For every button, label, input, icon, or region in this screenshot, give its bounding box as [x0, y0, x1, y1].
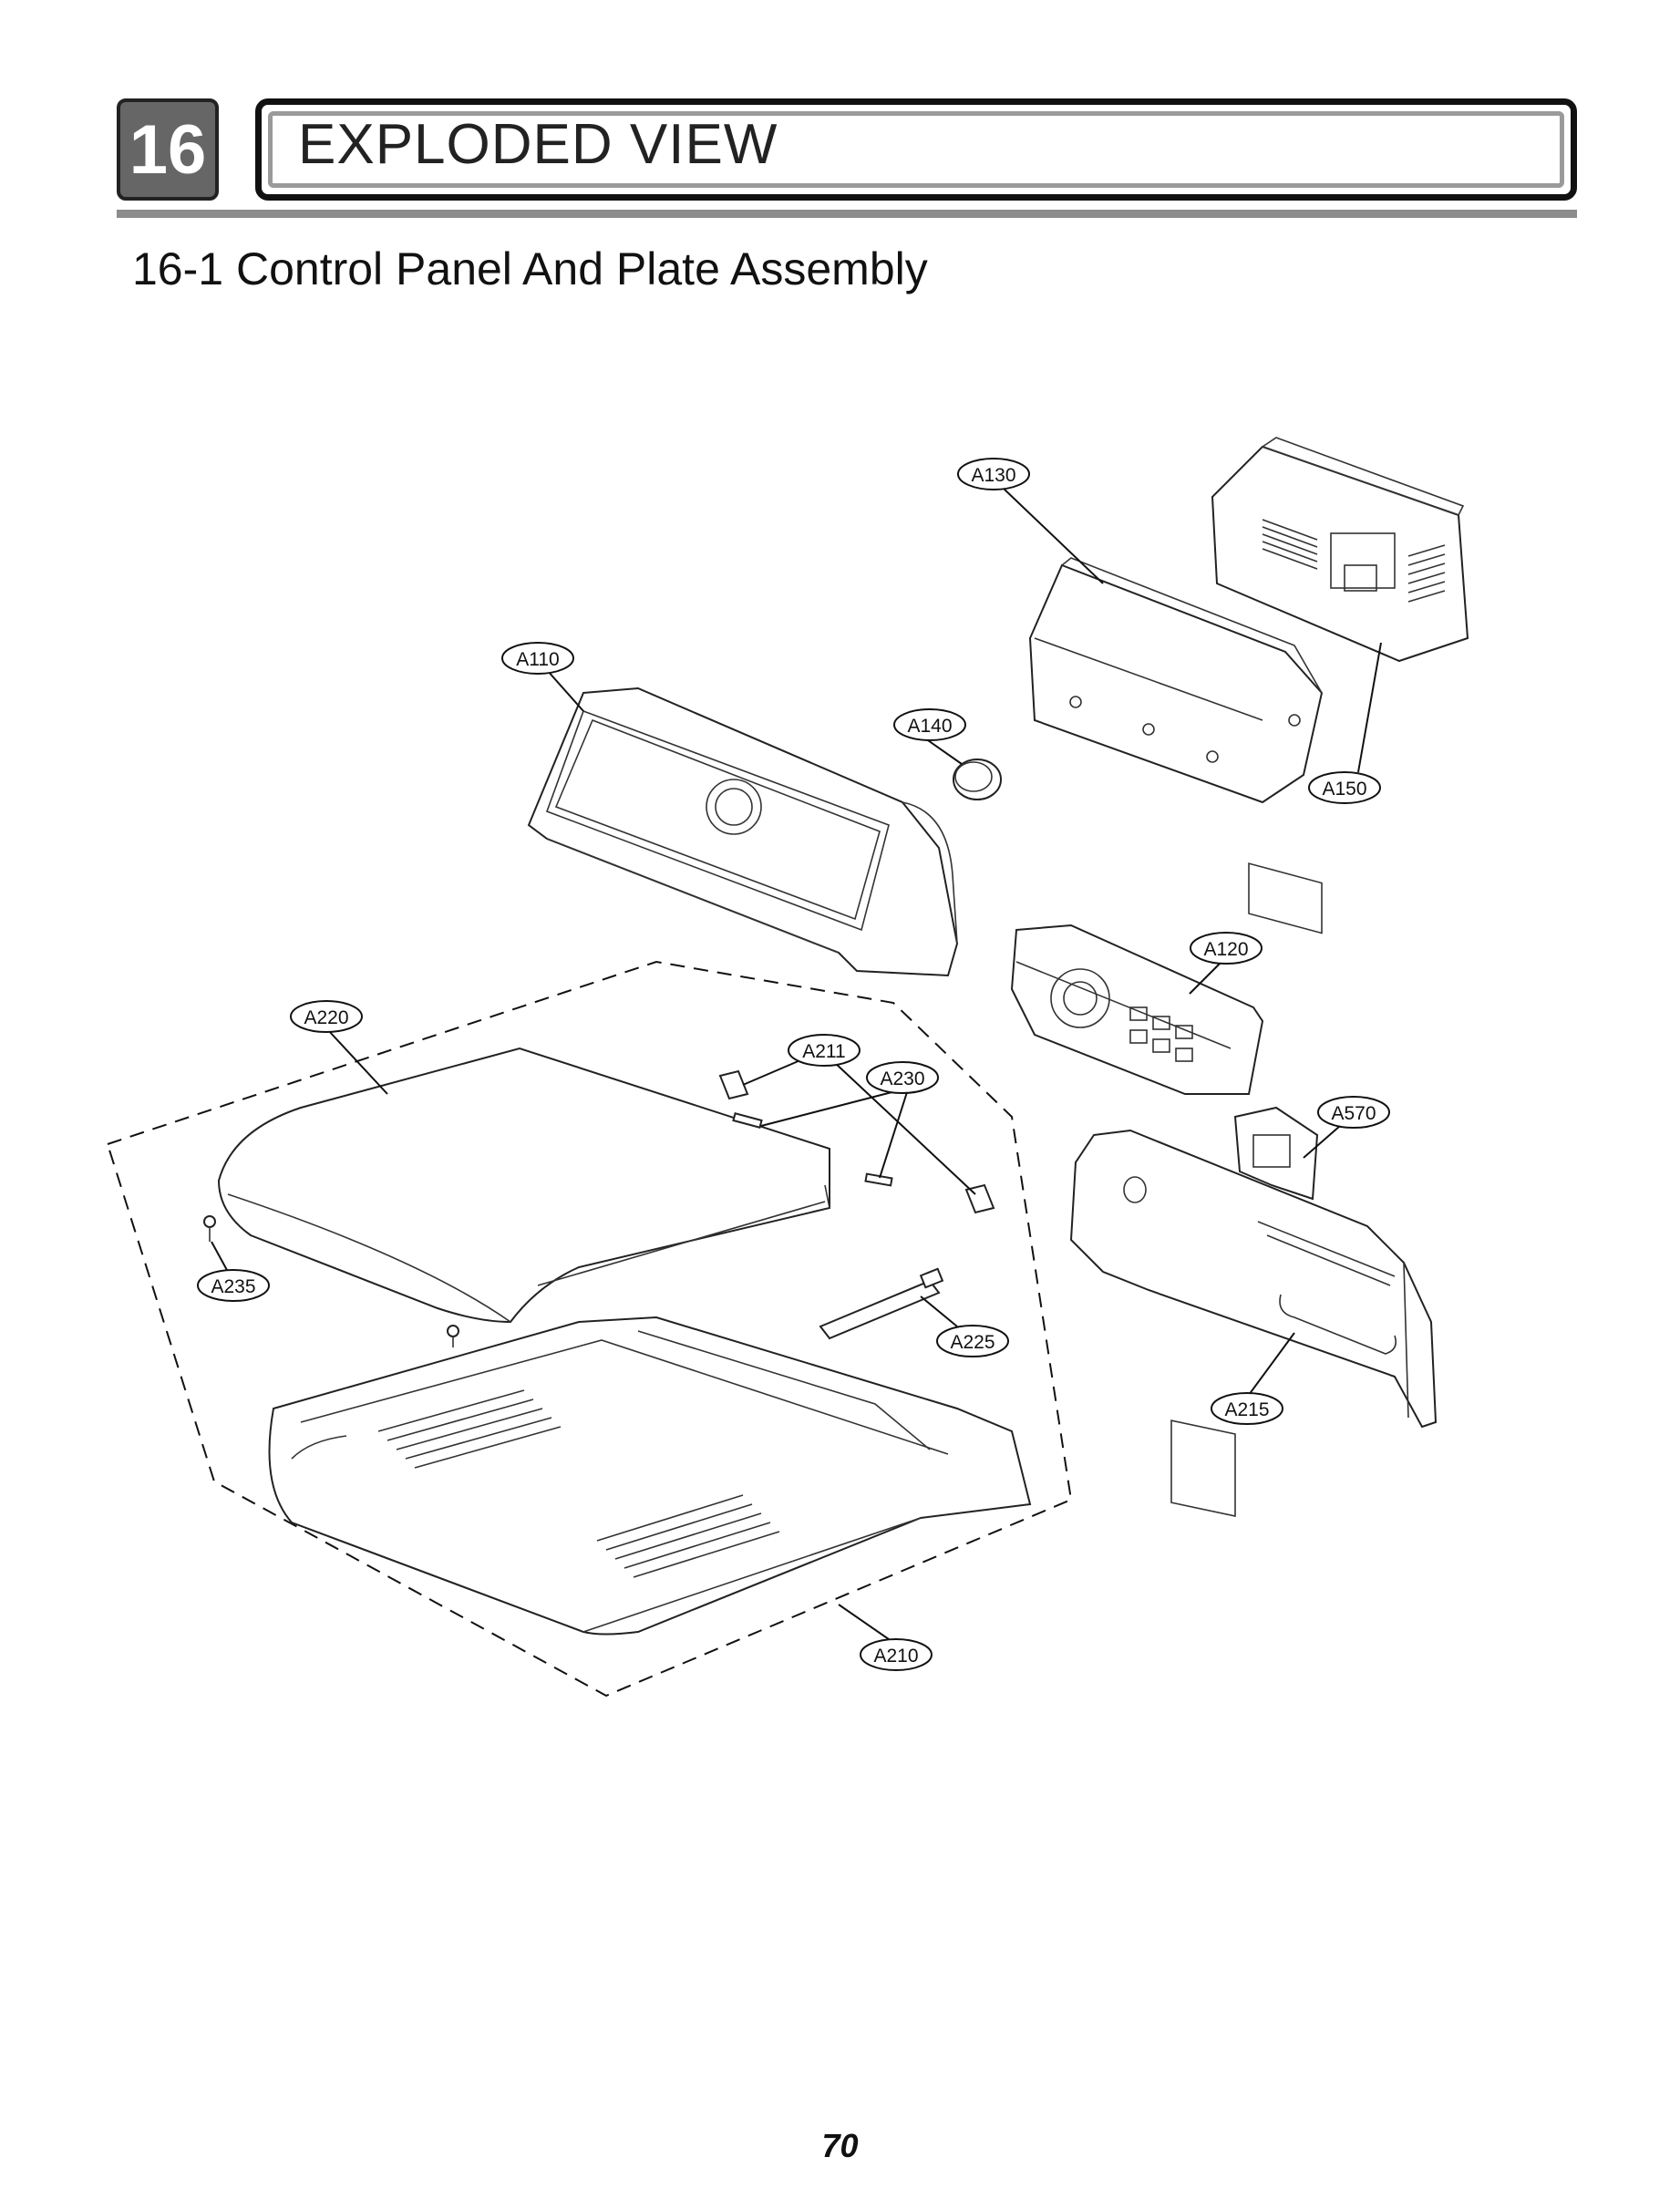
svg-text:A220: A220 — [304, 1007, 348, 1028]
leader-a225 — [920, 1295, 958, 1327]
svg-text:A570: A570 — [1331, 1103, 1376, 1124]
leader-a211-1 — [742, 1057, 808, 1086]
part-a220-lid — [217, 1047, 830, 1324]
callout-a220: A220 — [290, 1000, 363, 1033]
leader-a110 — [546, 669, 584, 712]
svg-text:A120: A120 — [1203, 939, 1248, 960]
part-a120-pcb — [1010, 924, 1264, 1095]
svg-text:A230: A230 — [880, 1068, 924, 1089]
part-a215-rear-plate — [1069, 1129, 1438, 1517]
part-a150-housing — [1211, 437, 1469, 934]
title-inner-frame — [268, 111, 1564, 188]
callout-a110: A110 — [501, 642, 574, 675]
part-a140-knob — [953, 759, 1002, 800]
part-a130-cover — [1028, 557, 1324, 804]
leader-a235 — [211, 1241, 229, 1273]
svg-text:A210: A210 — [873, 1646, 918, 1667]
callout-a150: A150 — [1308, 771, 1381, 804]
callout-a230: A230 — [866, 1061, 939, 1094]
part-a110-control-panel — [527, 686, 959, 977]
callout-a210: A210 — [860, 1638, 933, 1671]
part-a210-base-plate — [268, 1316, 1032, 1636]
leader-a130 — [1002, 487, 1104, 584]
callout-a570: A570 — [1317, 1096, 1390, 1129]
leader-a150 — [1357, 642, 1382, 773]
callout-a140: A140 — [893, 708, 966, 741]
leader-a211-2 — [833, 1061, 976, 1195]
svg-text:A215: A215 — [1224, 1399, 1269, 1420]
leader-a215 — [1248, 1332, 1295, 1396]
callout-a235: A235 — [197, 1269, 270, 1302]
svg-text:A225: A225 — [950, 1332, 995, 1353]
leader-a220 — [327, 1029, 388, 1095]
section-subtitle: 16-1 Control Panel And Plate Assembly — [132, 243, 928, 294]
part-a235-screw-center — [447, 1325, 459, 1347]
part-a235-screw-left — [203, 1215, 216, 1242]
part-a230-pin-lower — [864, 1172, 893, 1187]
leader-a230-1 — [760, 1089, 903, 1127]
section-number-badge: 16 — [117, 98, 219, 201]
callout-a215: A215 — [1211, 1392, 1283, 1425]
callout-a130: A130 — [957, 458, 1030, 490]
callout-a211: A211 — [788, 1034, 861, 1067]
svg-text:A211: A211 — [802, 1041, 846, 1062]
page-title: EXPLODED VIEW — [298, 113, 778, 176]
part-a570-bracket — [1233, 1106, 1319, 1201]
svg-text:A110: A110 — [516, 649, 560, 670]
leader-a230-2 — [879, 1091, 908, 1179]
svg-text:A140: A140 — [907, 716, 952, 737]
page-number: 70 — [821, 2127, 859, 2164]
header-rule — [117, 210, 1577, 218]
callout-a120: A120 — [1190, 932, 1263, 965]
part-a230-pin-upper — [732, 1112, 763, 1129]
title-box: EXPLODED VIEW — [255, 98, 1577, 201]
svg-text:A235: A235 — [211, 1276, 255, 1297]
part-a211-hinge-left — [718, 1069, 749, 1100]
leader-a120 — [1189, 961, 1222, 995]
callout-a225: A225 — [936, 1325, 1009, 1357]
assembly-boundary — [106, 960, 1073, 1698]
leader-a570 — [1303, 1125, 1341, 1159]
svg-text:A150: A150 — [1322, 779, 1366, 800]
section-number: 16 — [129, 110, 207, 189]
leader-a140 — [924, 738, 963, 765]
part-a225-damper — [819, 1267, 944, 1340]
svg-text:A130: A130 — [971, 465, 1015, 486]
